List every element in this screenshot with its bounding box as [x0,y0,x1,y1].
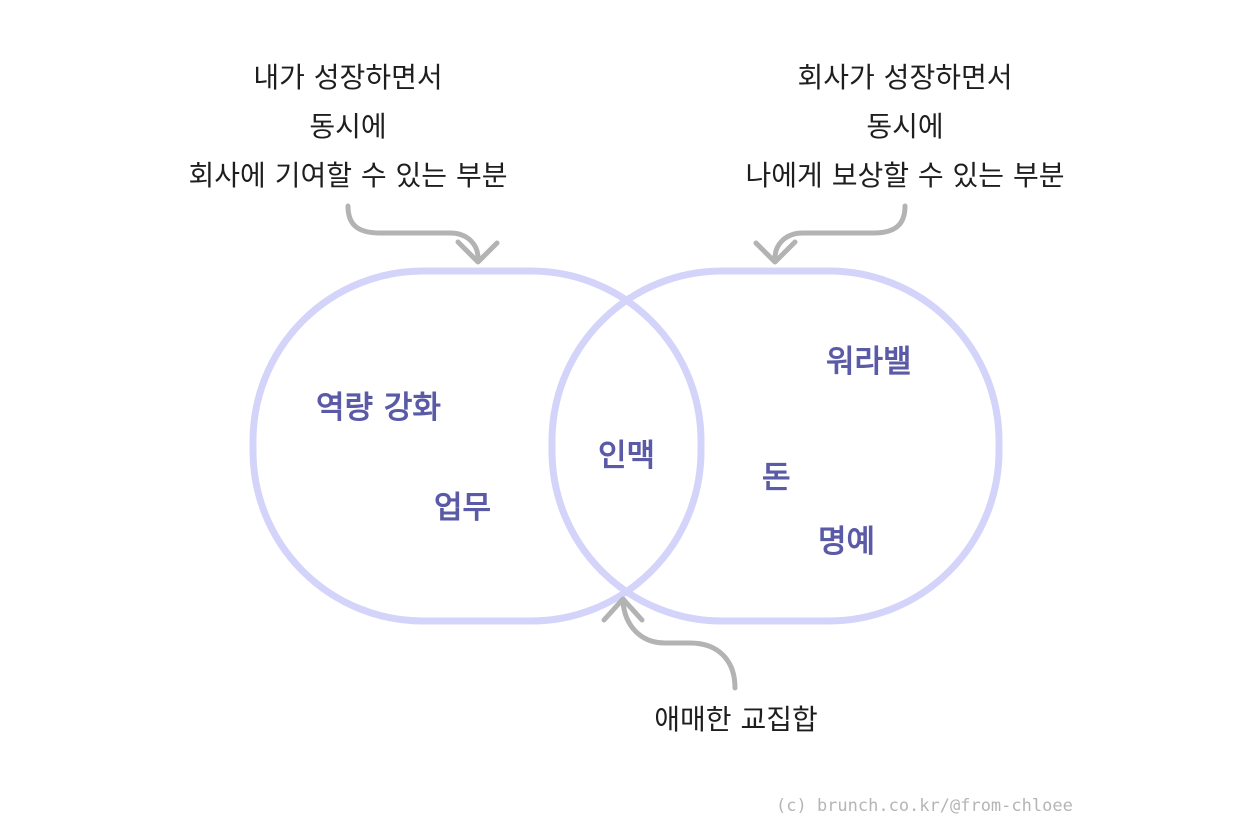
right-caption-line: 나에게 보상할 수 있는 부분 [745,159,1065,192]
label-capability: 역량 강화 [316,390,441,426]
left-caption-line: 회사에 기여할 수 있는 부분 [188,159,508,192]
left-arrow [345,203,481,261]
left-caption-line: 동시에 [309,110,387,143]
label-work-life-balance: 워라밸 [826,344,912,380]
label-work: 업무 [434,490,492,526]
right-arrowhead-icon [753,239,798,265]
label-money: 돈 [762,460,791,496]
label-network: 인맥 [598,438,656,474]
right-set-outline [548,267,1003,625]
right-arrow [772,203,908,261]
bottom-arrowhead-icon [601,596,645,623]
right-caption-line: 동시에 [866,110,944,143]
credit: (c) brunch.co.kr/@from-chloee [776,796,1073,816]
bottom-caption: 애매한 교집합 [654,703,818,736]
left-set-outline [249,267,705,625]
right-caption-line: 회사가 성장하면서 [797,61,1013,94]
left-caption: 내가 성장하면서 동시에 회사에 기여할 수 있는 부분 [98,53,598,200]
bottom-arrow [620,599,738,691]
right-caption: 회사가 성장하면서 동시에 나에게 보상할 수 있는 부분 [655,53,1155,200]
label-honor: 명예 [818,524,876,560]
left-caption-line: 내가 성장하면서 [253,61,443,94]
left-arrowhead-icon [455,239,500,265]
